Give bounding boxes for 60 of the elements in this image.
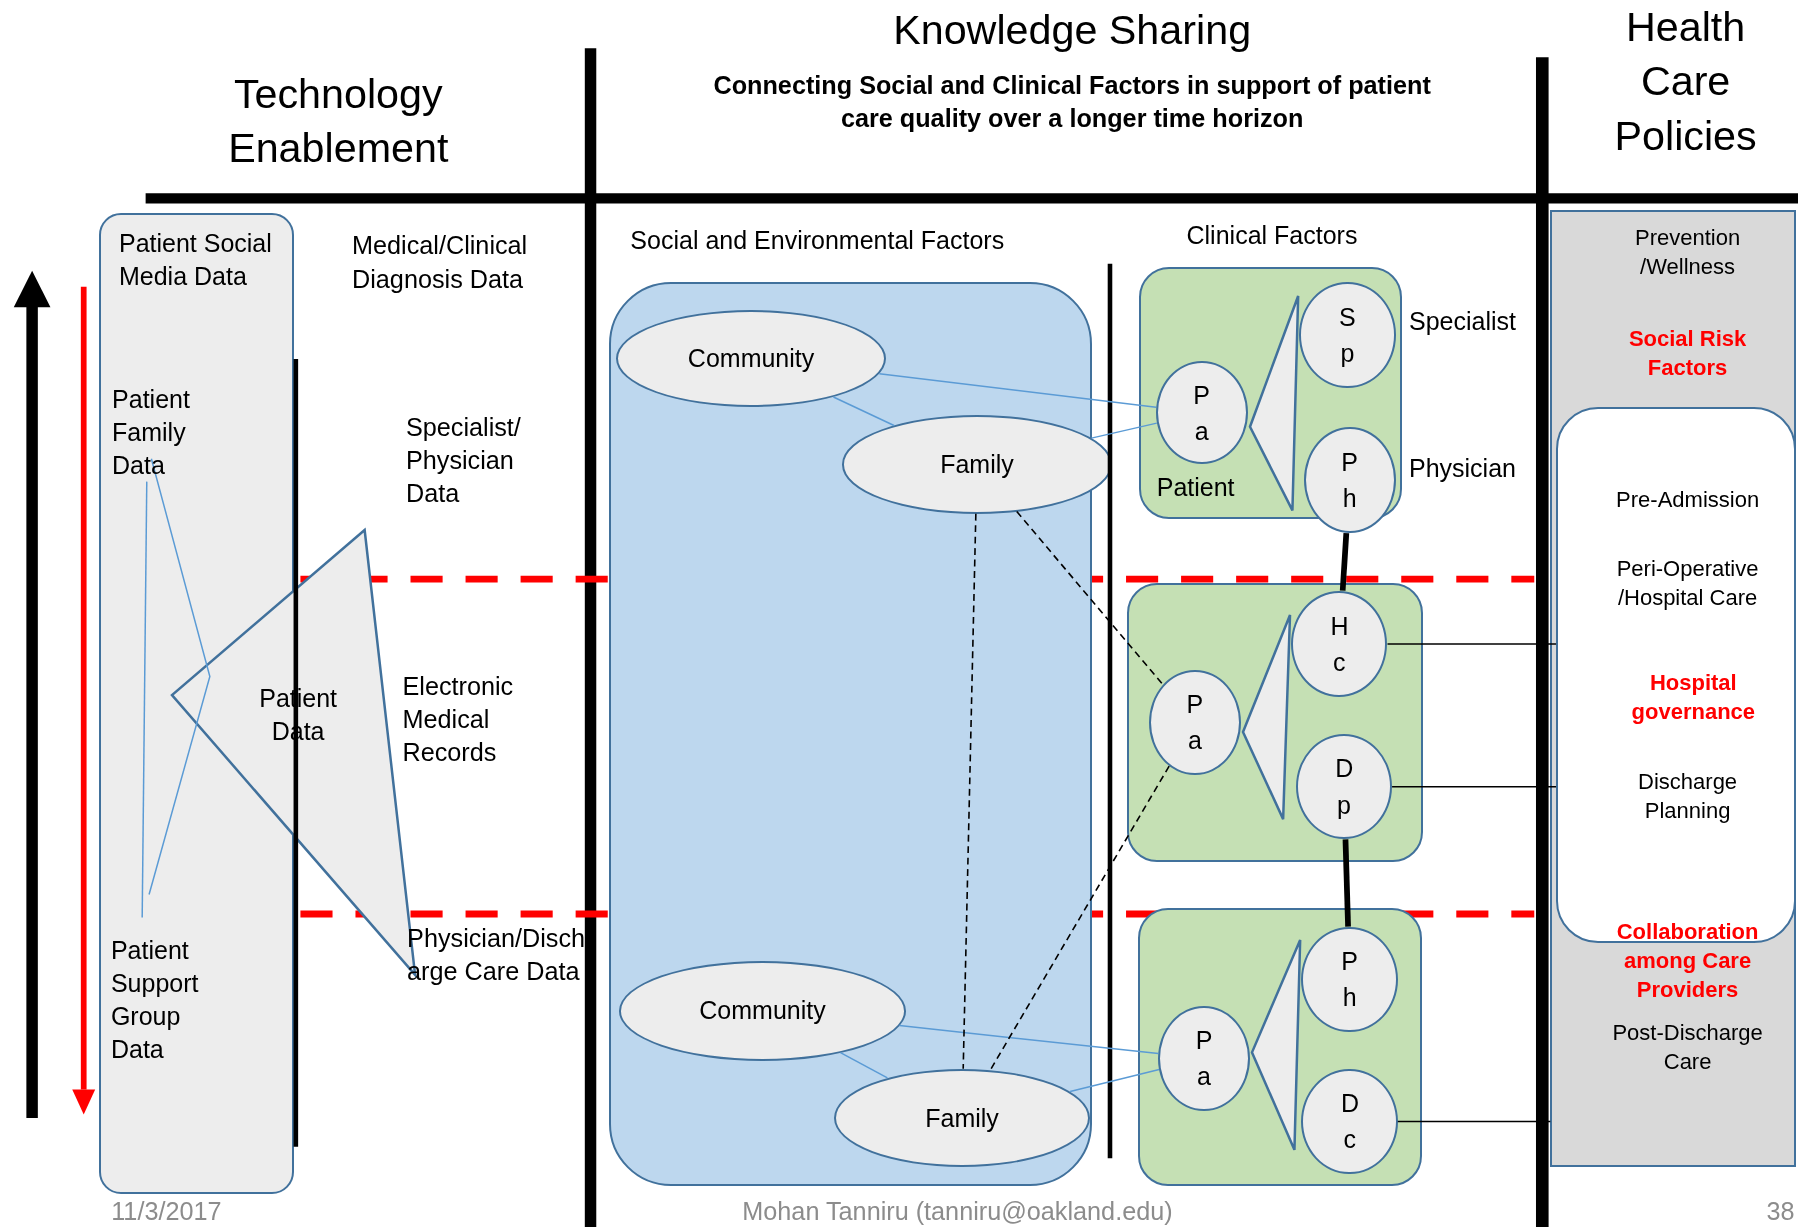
connector-line	[989, 765, 1170, 1071]
highlight-text: Collaboration among Care Providers	[1615, 918, 1760, 1005]
role-label: Specialist	[1408, 307, 1516, 336]
node-label: Patient	[1156, 472, 1236, 503]
connector-line	[1342, 839, 1351, 927]
section-heading: Technology Enablement	[227, 69, 450, 173]
circle-letters: Pa	[1192, 379, 1211, 447]
node-label: Family	[925, 1103, 999, 1133]
node-label: Post-Discharge Care	[1611, 1018, 1764, 1076]
circle-letters: Hc	[1330, 610, 1349, 678]
connector-line	[1386, 643, 1557, 645]
connector-line	[1090, 422, 1158, 439]
node-label: Discharge Planning	[1637, 767, 1739, 825]
clinical-box	[1127, 582, 1424, 863]
circle-letters: Dp	[1335, 753, 1353, 821]
node-label: Family	[940, 449, 1014, 479]
node-label: Peri-Operative /Hospital Care	[1615, 554, 1760, 612]
role-label: Physician	[1408, 453, 1516, 483]
connector-line	[1397, 1120, 1552, 1123]
node-label: Clinical Factors	[1186, 219, 1359, 251]
clinical-box	[1137, 908, 1422, 1186]
connector-line	[1069, 1068, 1160, 1093]
circle-letters: Pa	[1186, 689, 1204, 757]
connector-line	[962, 512, 977, 1070]
circle-letters: Sp	[1338, 301, 1357, 369]
triangle-shape	[1252, 940, 1301, 1151]
connector-line	[1339, 532, 1350, 591]
triangle-shape	[1243, 614, 1290, 819]
connector-line	[1391, 785, 1557, 788]
policy-panel	[1550, 209, 1796, 1168]
highlight-text: Hospital governance	[1630, 669, 1757, 727]
node-label: Community	[687, 343, 815, 373]
circle-letters: Pa	[1195, 1025, 1213, 1093]
data-label: Electronic Medical Records	[402, 670, 515, 769]
data-label: Specialist/ Physician Data	[405, 411, 522, 510]
subtitle: Connecting Social and Clinical Factors in support of patient care quality over a longer time horizon	[712, 69, 1432, 135]
policy-box	[1556, 407, 1796, 943]
date-text: 11/3/2017	[111, 1195, 223, 1227]
connector-line	[839, 1051, 889, 1079]
connector-line	[878, 373, 1157, 409]
author-text: Mohan Tanniru (tanniru@oakland.edu)	[741, 1195, 1174, 1227]
node-label: Patient Family Data	[112, 383, 191, 481]
page-number: 38	[1765, 1195, 1795, 1227]
circle-letters: Ph	[1340, 446, 1359, 514]
connector-line	[832, 396, 895, 427]
node-label: Community	[699, 996, 826, 1026]
highlight-text: Social Risk Factors	[1627, 325, 1748, 383]
connector-line	[898, 1024, 1160, 1055]
section-heading: Health Care Policies	[1613, 3, 1758, 161]
node-label: Social and Environmental Factors	[630, 225, 1006, 257]
connector-line	[1015, 510, 1164, 686]
node-label: Patient Social Media Data	[118, 227, 273, 292]
data-label: Medical/Clinical Diagnosis Data	[352, 230, 529, 295]
triangle-shape	[1249, 295, 1299, 511]
node-label: Prevention /Wellness	[1634, 224, 1742, 282]
diagram-title: Knowledge Sharing	[892, 6, 1253, 54]
node-label: Patient Support Group Data	[110, 935, 200, 1066]
circle-letters: Ph	[1340, 946, 1359, 1014]
node-label: Pre-Admission	[1615, 485, 1761, 514]
circle-letters: Dc	[1340, 1088, 1359, 1156]
